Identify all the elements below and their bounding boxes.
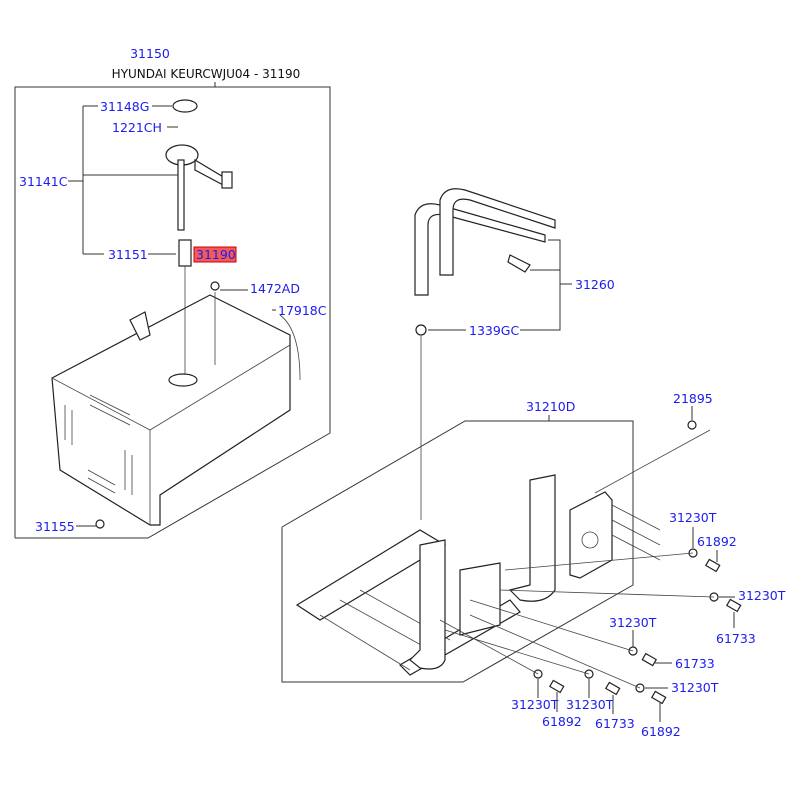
part-label-61733[interactable]: 61733 [716,631,756,646]
highlighted-part-box [193,246,237,263]
tank-bracket-drawing [295,429,711,676]
part-label-1221ch[interactable]: 1221CH [112,120,162,135]
part-label-31260[interactable]: 31260 [575,277,615,292]
part-label-31155[interactable]: 31155 [35,519,75,534]
fastener-drawings [439,420,742,705]
part-label-31190[interactable]: 31190 [196,247,236,262]
part-label-1339gc[interactable]: 1339GC [469,323,519,338]
part-label-61892[interactable]: 61892 [697,534,737,549]
fuel-sender-drawing [95,99,233,529]
part-label-31148g[interactable]: 31148G [100,99,149,114]
part-label-31230t[interactable]: 31230T [511,697,559,712]
part-label-61733[interactable]: 61733 [595,716,635,731]
part-label-61892[interactable]: 61892 [542,714,582,729]
part-label-61733[interactable]: 61733 [675,656,715,671]
part-label-31230t[interactable]: 31230T [609,615,657,630]
tank-strap-drawing [414,188,556,520]
part-label-31150[interactable]: 31150 [130,46,170,61]
part-label-31230t[interactable]: 31230T [671,680,719,695]
leader-lines [68,105,735,722]
part-label-31230t[interactable]: 31230T [669,510,717,525]
diagram-title: HYUNDAI KEURCWJU04 - 31190 [112,67,301,81]
part-label-31141c[interactable]: 31141C [19,174,68,189]
part-label-31230t[interactable]: 31230T [738,588,786,603]
part-label-21895[interactable]: 21895 [673,391,713,406]
fuel-tank-drawing [51,294,301,526]
part-label-31151[interactable]: 31151 [108,247,148,262]
tank-group-frame [14,86,331,539]
part-label-61892[interactable]: 61892 [641,724,681,739]
part-label-1472ad[interactable]: 1472AD [250,281,300,296]
part-label-31210d[interactable]: 31210D [526,399,575,414]
bracket-group-frame [281,420,634,683]
part-label-17918c[interactable]: 17918C [278,303,327,318]
part-label-31230t[interactable]: 31230T [566,697,614,712]
